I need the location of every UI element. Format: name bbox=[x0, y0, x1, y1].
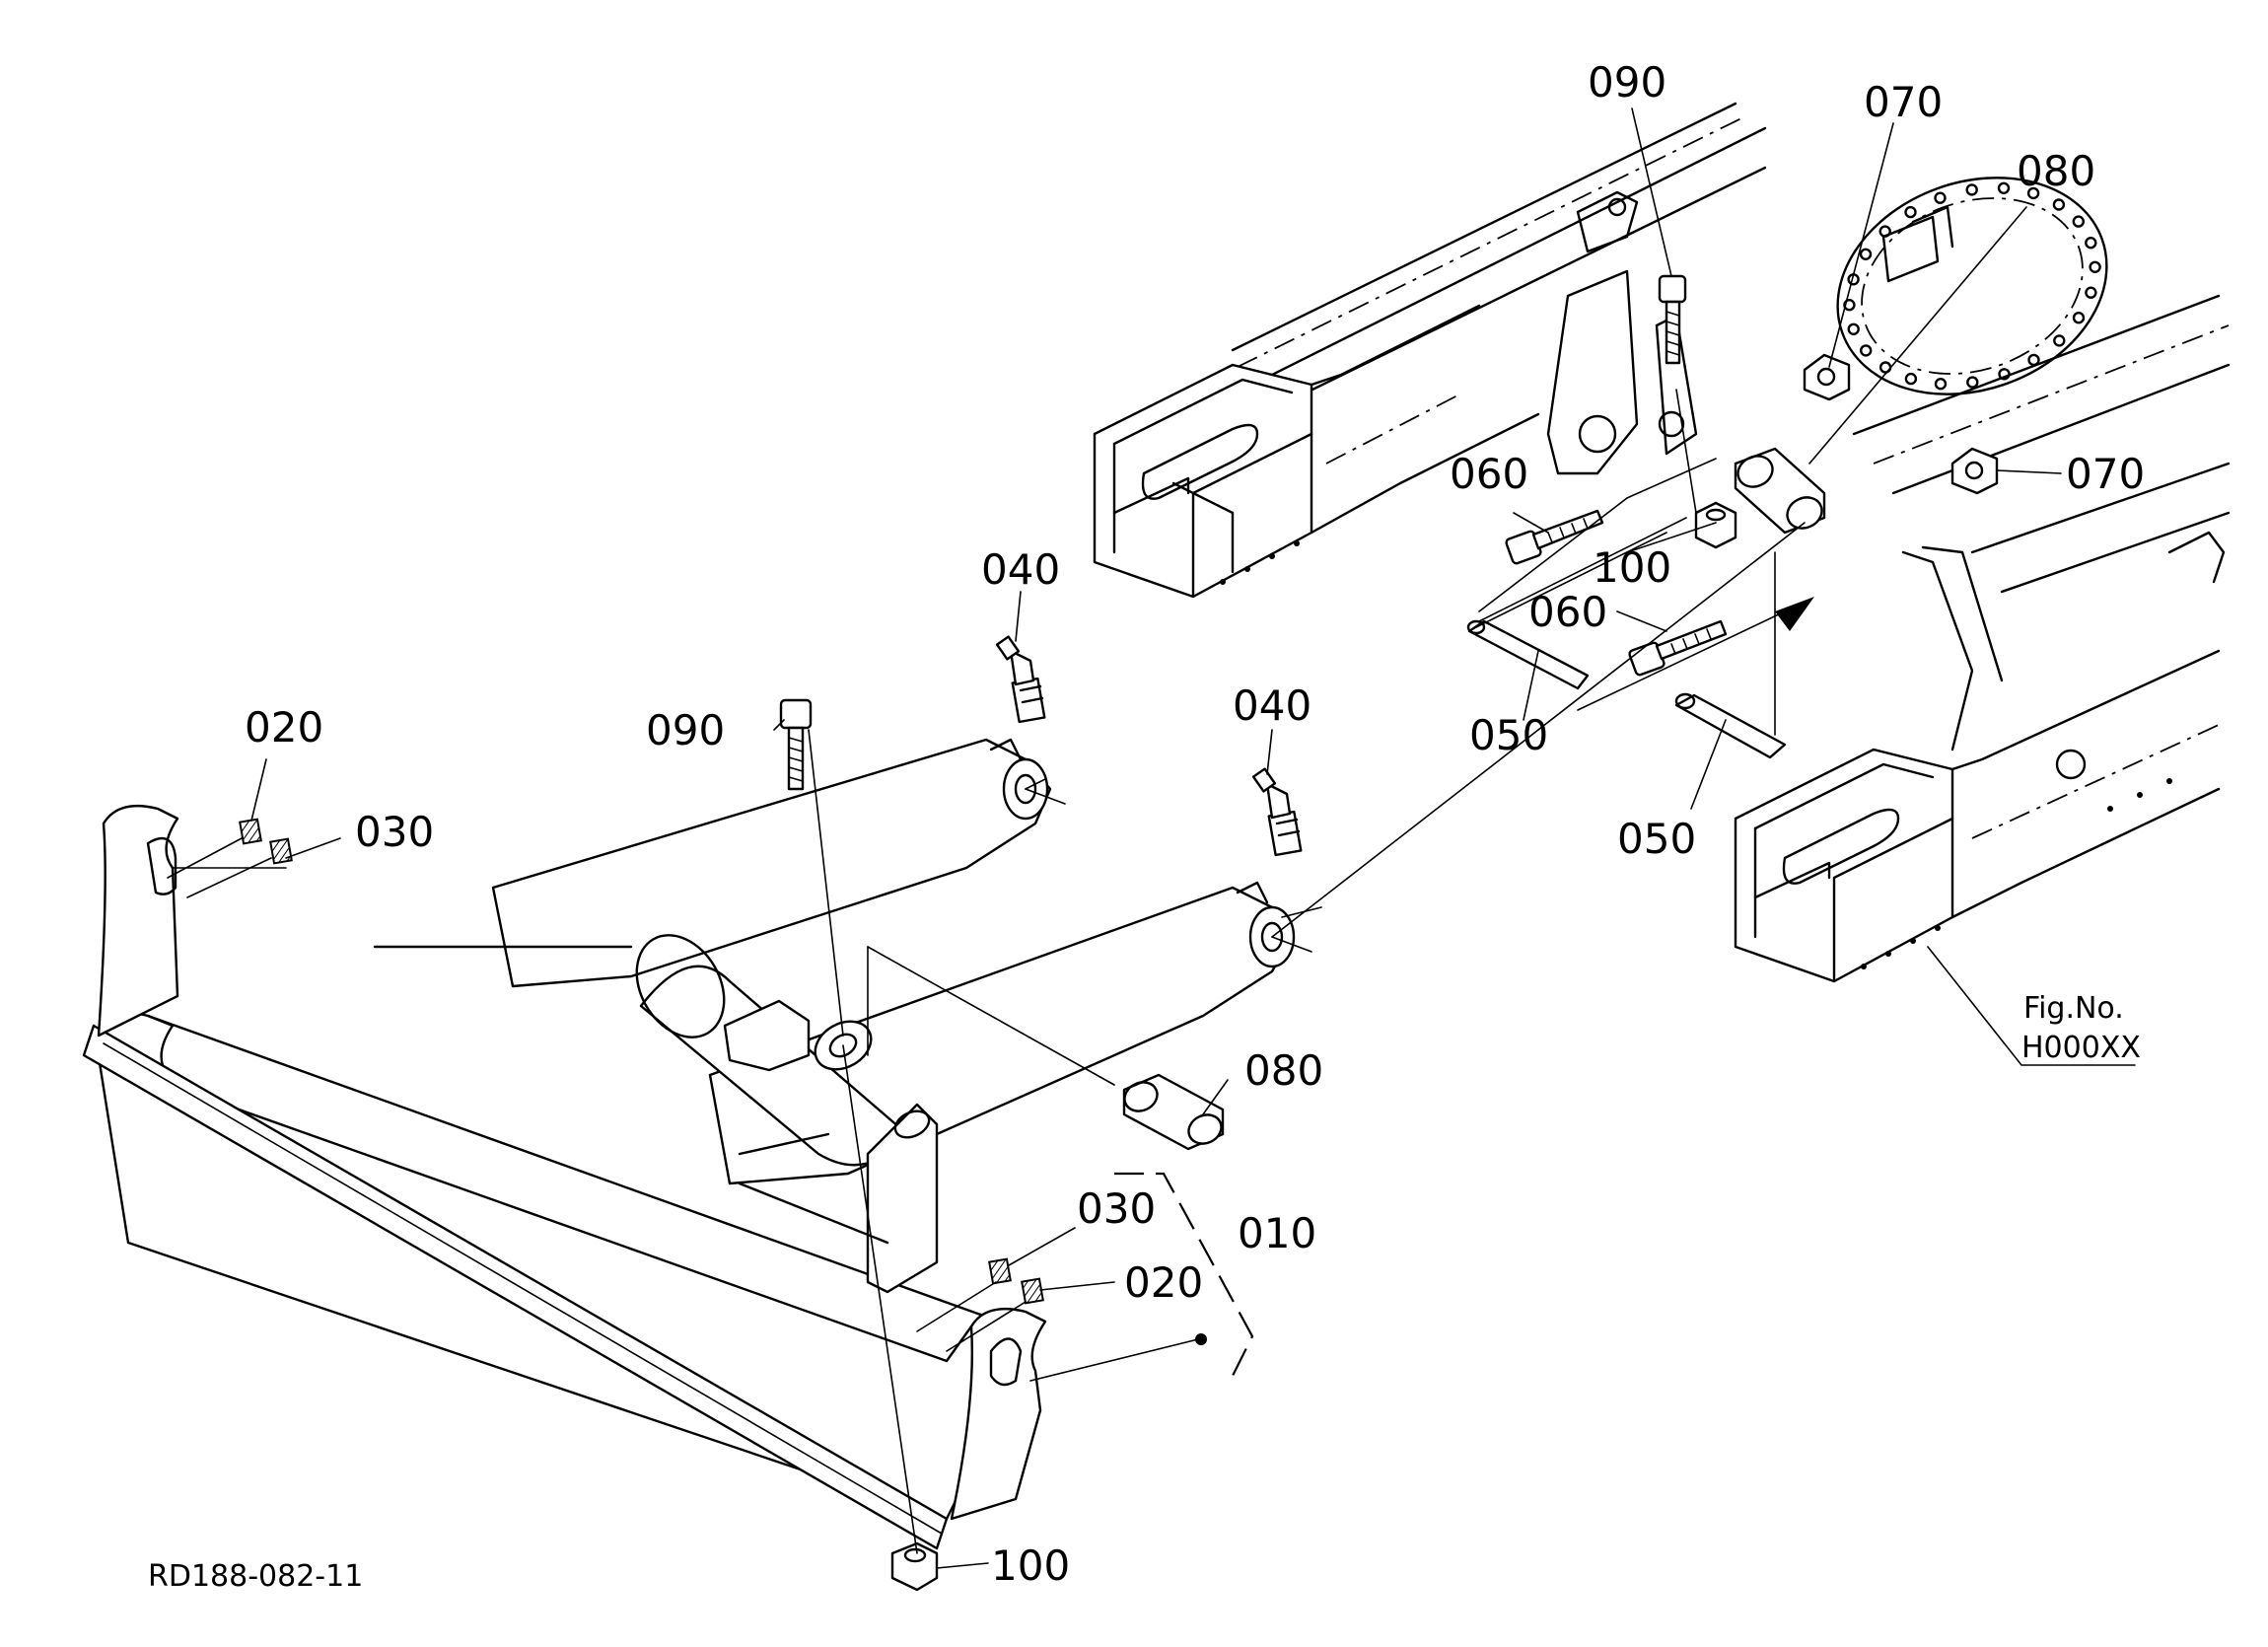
nut-100-top bbox=[1694, 501, 1737, 549]
turntable-hole bbox=[1904, 205, 1917, 219]
callout-070-top: 070 bbox=[1864, 78, 1943, 126]
shim-020-left bbox=[239, 818, 262, 845]
turntable-hole bbox=[2053, 334, 2066, 347]
turntable-hole bbox=[1934, 378, 1948, 391]
turntable-hole bbox=[2085, 286, 2097, 299]
figure-number: H000XX bbox=[2021, 1031, 2141, 1065]
callout-090-top: 090 bbox=[1588, 58, 1666, 107]
figure-label: Fig.No. bbox=[2023, 991, 2124, 1026]
turntable-hole bbox=[2026, 186, 2040, 200]
turntable-hole bbox=[1966, 376, 1979, 389]
pin-080-left bbox=[1122, 1073, 1225, 1151]
turntable-hole bbox=[2089, 260, 2101, 273]
bolt-090-right bbox=[1658, 274, 1687, 365]
grease-fitting-040-b bbox=[1251, 767, 1303, 857]
pin-080-right bbox=[1734, 447, 1826, 535]
callout-080-left: 080 bbox=[1244, 1046, 1323, 1095]
callout-100-bottom: 100 bbox=[991, 1541, 1070, 1590]
pin-050-upper bbox=[1466, 619, 1590, 690]
turntable-hole bbox=[2085, 236, 2097, 250]
turntable-hole bbox=[1859, 344, 1873, 357]
track-frame-upper bbox=[1093, 102, 1767, 599]
turntable-hole bbox=[1843, 299, 1856, 312]
dozer-blade-assembly bbox=[82, 738, 1296, 1550]
callout-060-upper: 060 bbox=[1450, 450, 1528, 498]
turntable-hole bbox=[1997, 181, 2011, 195]
turntable-hole bbox=[2072, 215, 2086, 228]
callout-040-right: 040 bbox=[1233, 681, 1311, 730]
callout-100-top: 100 bbox=[1593, 543, 1671, 592]
track-frame-lower bbox=[1734, 294, 2231, 983]
bolt-060-lower bbox=[1628, 619, 1728, 677]
pin-050-lower bbox=[1674, 692, 1787, 759]
callout-080-top: 080 bbox=[2017, 147, 2095, 195]
turntable-hole bbox=[1934, 191, 1947, 204]
bolt-090-left bbox=[779, 698, 813, 791]
callout-050-lower: 050 bbox=[1617, 815, 1696, 863]
turntable-hole bbox=[1904, 372, 1918, 386]
shim-030-right bbox=[988, 1257, 1012, 1285]
callout-060-lower: 060 bbox=[1528, 588, 1607, 636]
callout-070-right: 070 bbox=[2066, 450, 2145, 498]
callout-010: 010 bbox=[1238, 1209, 1316, 1257]
callout-020-left: 020 bbox=[245, 703, 323, 752]
turntable-hole bbox=[2072, 312, 2086, 324]
bolt-060-upper bbox=[1505, 509, 1604, 565]
callout-030-right: 030 bbox=[1077, 1184, 1156, 1233]
nut-070-lower bbox=[1950, 447, 1999, 495]
nut-070-upper bbox=[1803, 353, 1851, 401]
reference-code: RD188-082-11 bbox=[148, 1559, 363, 1594]
callout-050-upper: 050 bbox=[1469, 711, 1548, 759]
turntable-hole bbox=[1878, 361, 1892, 374]
nut-100-bottom bbox=[890, 1541, 939, 1592]
turntable-hole bbox=[1859, 248, 1873, 260]
shim-020-right bbox=[1021, 1277, 1044, 1305]
turntable-hole bbox=[1965, 183, 1978, 196]
callout-020-right: 020 bbox=[1124, 1258, 1203, 1307]
grease-fitting-040-a bbox=[995, 635, 1046, 724]
swivel-turntable bbox=[1836, 177, 2108, 395]
turntable-hole bbox=[2052, 198, 2066, 211]
shim-030-left bbox=[269, 837, 293, 865]
turntable-hole bbox=[1847, 322, 1860, 335]
callout-030-left: 030 bbox=[355, 808, 434, 856]
callout-090-left: 090 bbox=[646, 706, 725, 754]
callout-040-left: 040 bbox=[981, 545, 1060, 594]
